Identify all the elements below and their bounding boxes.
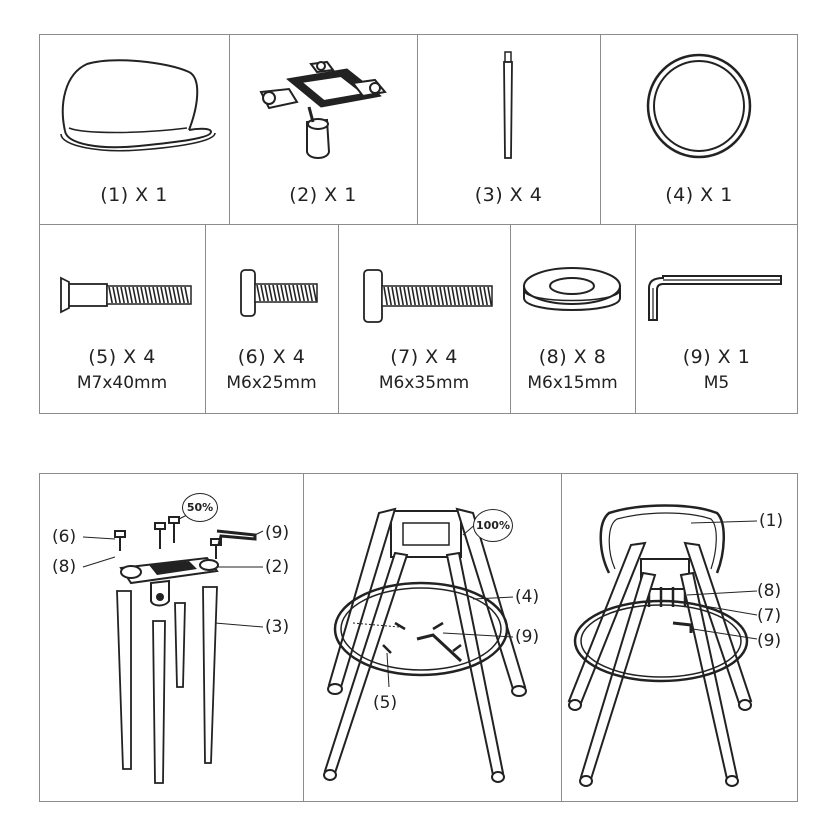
step-3-illustration: [567, 504, 758, 787]
part-2-qty: (2) X 1: [289, 184, 357, 206]
leg-bracket-icon: [259, 60, 387, 159]
seat-shell-icon: [60, 59, 216, 152]
callout-5: (5): [373, 693, 398, 713]
part-5-qty: (5) X 4: [88, 346, 156, 368]
col-divider: [417, 34, 418, 224]
wooden-leg-icon: [503, 51, 513, 159]
foot-ring-icon: [646, 53, 752, 159]
part-8-cell: (8) X 8 M6x15mm: [510, 224, 635, 414]
callout-7: (7): [757, 606, 782, 626]
col-divider: [205, 224, 206, 414]
allen-key-icon: [648, 275, 782, 321]
part-8-qty: (8) X 8: [538, 346, 607, 368]
part-9-qty: (9) X 1: [682, 346, 751, 368]
part-2-cell: (2) X 1: [229, 34, 417, 224]
step-3: (1) (8) (7) (9): [561, 473, 798, 802]
callout-9: (9): [757, 631, 782, 651]
step-1: 50% (6) (8) (9) (2) (3): [39, 473, 303, 802]
callout-2: (2): [265, 557, 290, 577]
part-5-cell: (5) X 4 M7x40mm: [39, 224, 205, 414]
part-7-cell: (7) X 4 M6x35mm: [338, 224, 510, 414]
step-divider: [561, 473, 562, 802]
part-3-qty: (3) X 4: [474, 184, 543, 206]
part-1-cell: (1) X 1: [39, 34, 229, 224]
step-2-illustration: [323, 507, 527, 783]
callout-6: (6): [52, 527, 77, 547]
part-7-size: M6x35mm: [378, 373, 470, 393]
callout-9: (9): [515, 627, 540, 647]
assembly-panel: [39, 473, 798, 802]
torque-badge: 100%: [473, 509, 513, 542]
bolt-m6x35-icon: [363, 269, 493, 323]
callout-9: (9): [265, 523, 290, 543]
callout-4: (4): [515, 587, 540, 607]
col-divider: [229, 34, 230, 224]
part-5-size: M7x40mm: [76, 373, 168, 393]
callout-8: (8): [52, 557, 77, 577]
col-divider: [338, 224, 339, 414]
step-1-illustration: [82, 508, 264, 784]
bolt-m6x25-icon: [240, 269, 318, 317]
col-divider: [635, 224, 636, 414]
col-divider: [510, 224, 511, 414]
step-2: 100% (4) (9) (5): [303, 473, 561, 802]
part-6-qty: (6) X 4: [237, 346, 306, 368]
part-7-qty: (7) X 4: [390, 346, 458, 368]
step-divider: [303, 473, 304, 802]
part-4-qty: (4) X 1: [665, 184, 733, 206]
part-9-size: M5: [703, 373, 730, 393]
torque-badge: 50%: [182, 493, 218, 522]
bolt-m7x40-icon: [60, 276, 192, 314]
part-4-cell: (4) X 1: [600, 34, 798, 224]
part-9-cell: (9) X 1 M5: [635, 224, 798, 414]
callout-8: (8): [757, 581, 782, 601]
parts-row-divider: [39, 224, 798, 225]
col-divider: [600, 34, 601, 224]
part-6-size: M6x25mm: [226, 373, 317, 393]
part-8-size: M6x15mm: [527, 373, 618, 393]
part-6-cell: (6) X 4 M6x25mm: [205, 224, 338, 414]
callout-3: (3): [265, 617, 290, 637]
part-1-qty: (1) X 1: [100, 184, 168, 206]
part-3-cell: (3) X 4: [417, 34, 600, 224]
callout-1: (1): [759, 511, 784, 531]
washer-icon: [523, 267, 621, 311]
